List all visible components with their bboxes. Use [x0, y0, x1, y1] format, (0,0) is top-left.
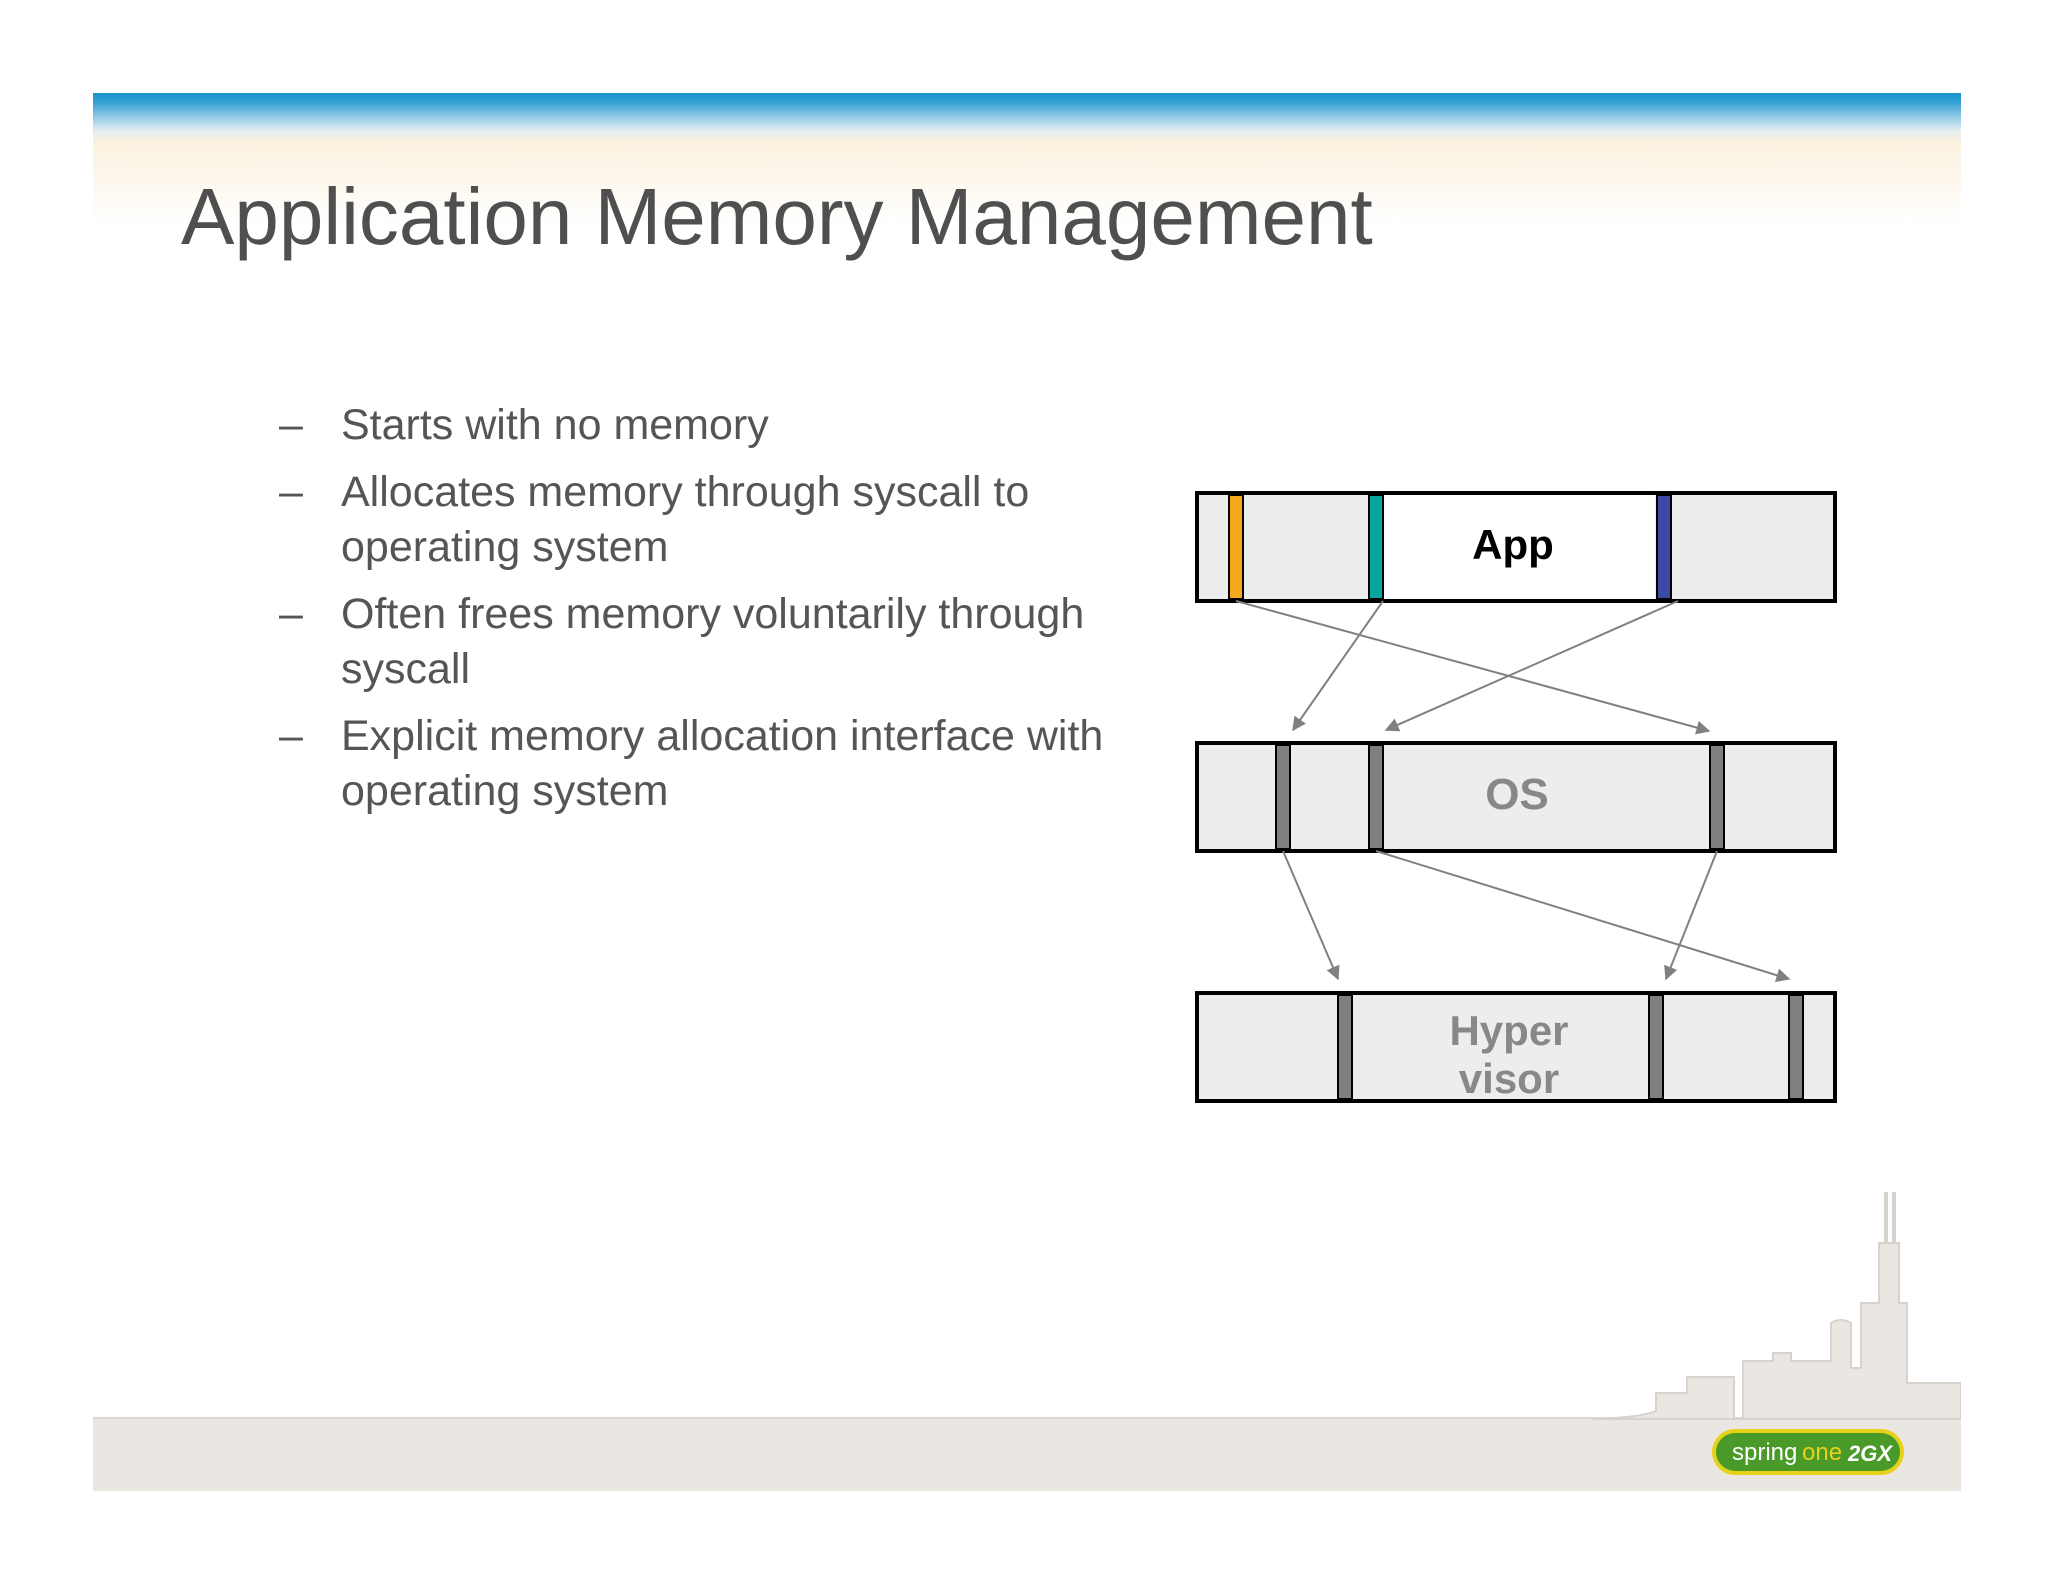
app-layer: App [1195, 491, 1837, 603]
slide-title: Application Memory Management [181, 172, 1373, 261]
mapping-arrow [1292, 600, 1384, 732]
memory-mapping-diagram: App OS Hyper visor [1195, 491, 1837, 1103]
app-to-os-arrows [1235, 600, 1711, 735]
bullet-text: Allocates memory through syscall to oper… [341, 468, 1030, 571]
os-to-hypervisor-arrows [1282, 850, 1791, 982]
os-page [1709, 744, 1725, 850]
hypervisor-layer: Hyper visor [1195, 991, 1837, 1103]
hypervisor-page [1648, 994, 1664, 1100]
app-page-blue [1656, 494, 1672, 600]
bullet-dash: – [279, 401, 303, 449]
app-layer-label: App [1472, 521, 1554, 568]
bullet-item: –Often frees memory voluntarily through … [279, 587, 1159, 697]
mapping-arrow [1664, 850, 1718, 981]
mapping-arrow [1235, 600, 1711, 735]
hypervisor-memory-box [1195, 991, 1837, 1103]
logo-word-one: one [1802, 1439, 1842, 1466]
os-layer: OS [1195, 741, 1837, 853]
hypervisor-page [1788, 994, 1804, 1100]
hypervisor-layer-label-line-1: Hyper [1449, 1007, 1568, 1054]
skyline-silhouette [1592, 1192, 1961, 1420]
logo-inner-pill [1716, 1433, 1900, 1471]
footer-band [93, 1417, 1961, 1491]
bullet-item: –Allocates memory through syscall to ope… [279, 465, 1159, 575]
os-layer-label: OS [1485, 770, 1549, 819]
bullet-dash: – [279, 468, 303, 516]
bullet-list: –Starts with no memory –Allocates memory… [279, 398, 1159, 831]
mapping-arrow [1282, 850, 1340, 981]
bullet-dash: – [279, 712, 303, 760]
logo-word-spring: spring [1732, 1439, 1797, 1466]
bullet-text: Often frees memory voluntarily through s… [341, 590, 1085, 693]
hypervisor-layer-label-line-2: visor [1459, 1055, 1559, 1102]
springone-2gx-logo: spring one 2GX [1712, 1429, 1904, 1475]
bullet-item: –Explicit memory allocation interface wi… [279, 709, 1159, 819]
bullet-dash: – [279, 590, 303, 638]
mapping-arrow [1384, 600, 1679, 732]
mapping-arrow [1375, 850, 1791, 982]
slide: Application Memory Management –Starts wi… [93, 93, 1961, 1491]
app-allocated-region [1376, 495, 1655, 599]
city-skyline-graphic [1592, 1192, 1961, 1420]
os-page [1368, 744, 1384, 850]
header-gradient-bar [93, 93, 1961, 223]
app-page-orange [1228, 494, 1244, 600]
os-memory-box [1195, 741, 1837, 853]
bullet-text: Starts with no memory [341, 401, 769, 449]
logo-badge-2gx: 2GX [1847, 1441, 1893, 1466]
hypervisor-page [1337, 994, 1353, 1100]
os-page [1275, 744, 1291, 850]
bullet-text: Explicit memory allocation interface wit… [341, 712, 1104, 815]
bullet-item: –Starts with no memory [279, 398, 1159, 453]
app-page-teal [1368, 494, 1384, 600]
